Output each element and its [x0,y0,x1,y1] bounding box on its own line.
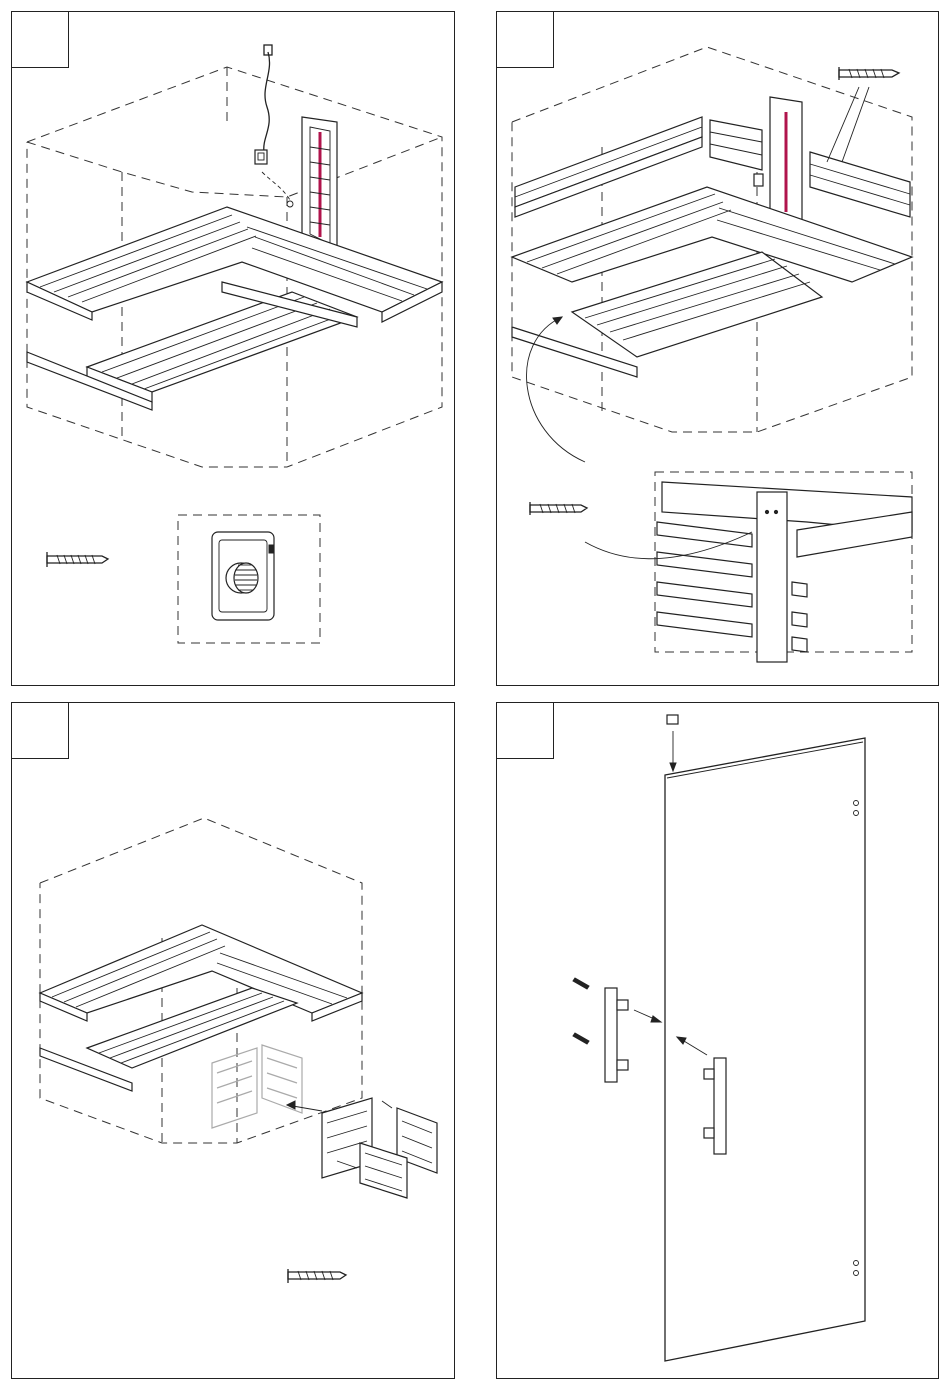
back-backrest [710,120,762,170]
step-panel-2 [496,11,939,686]
control-knob-icon [212,532,274,620]
bolt-icon [573,978,589,1044]
step-panel-4 [496,702,939,1379]
backrest-assembly-illustration [497,12,940,687]
door-handle-illustration [497,703,940,1380]
lower-bench-illustration [12,703,456,1380]
outer-handle [605,988,628,1082]
screw-icon [530,502,587,515]
inner-handle [704,1058,726,1154]
step-panel-3 [11,702,455,1379]
arrow-icon [634,1010,707,1055]
screw-icon [827,67,899,162]
screw-icon [47,552,108,567]
bench-assembly-illustration [12,12,456,687]
step-panel-1 [11,11,455,686]
ghost-side-frame [212,1045,302,1128]
right-backrest [810,152,910,217]
upper-bench [27,207,442,322]
screw-icon [288,1269,346,1283]
glass-door [665,738,865,1361]
joint-detail [657,482,912,662]
